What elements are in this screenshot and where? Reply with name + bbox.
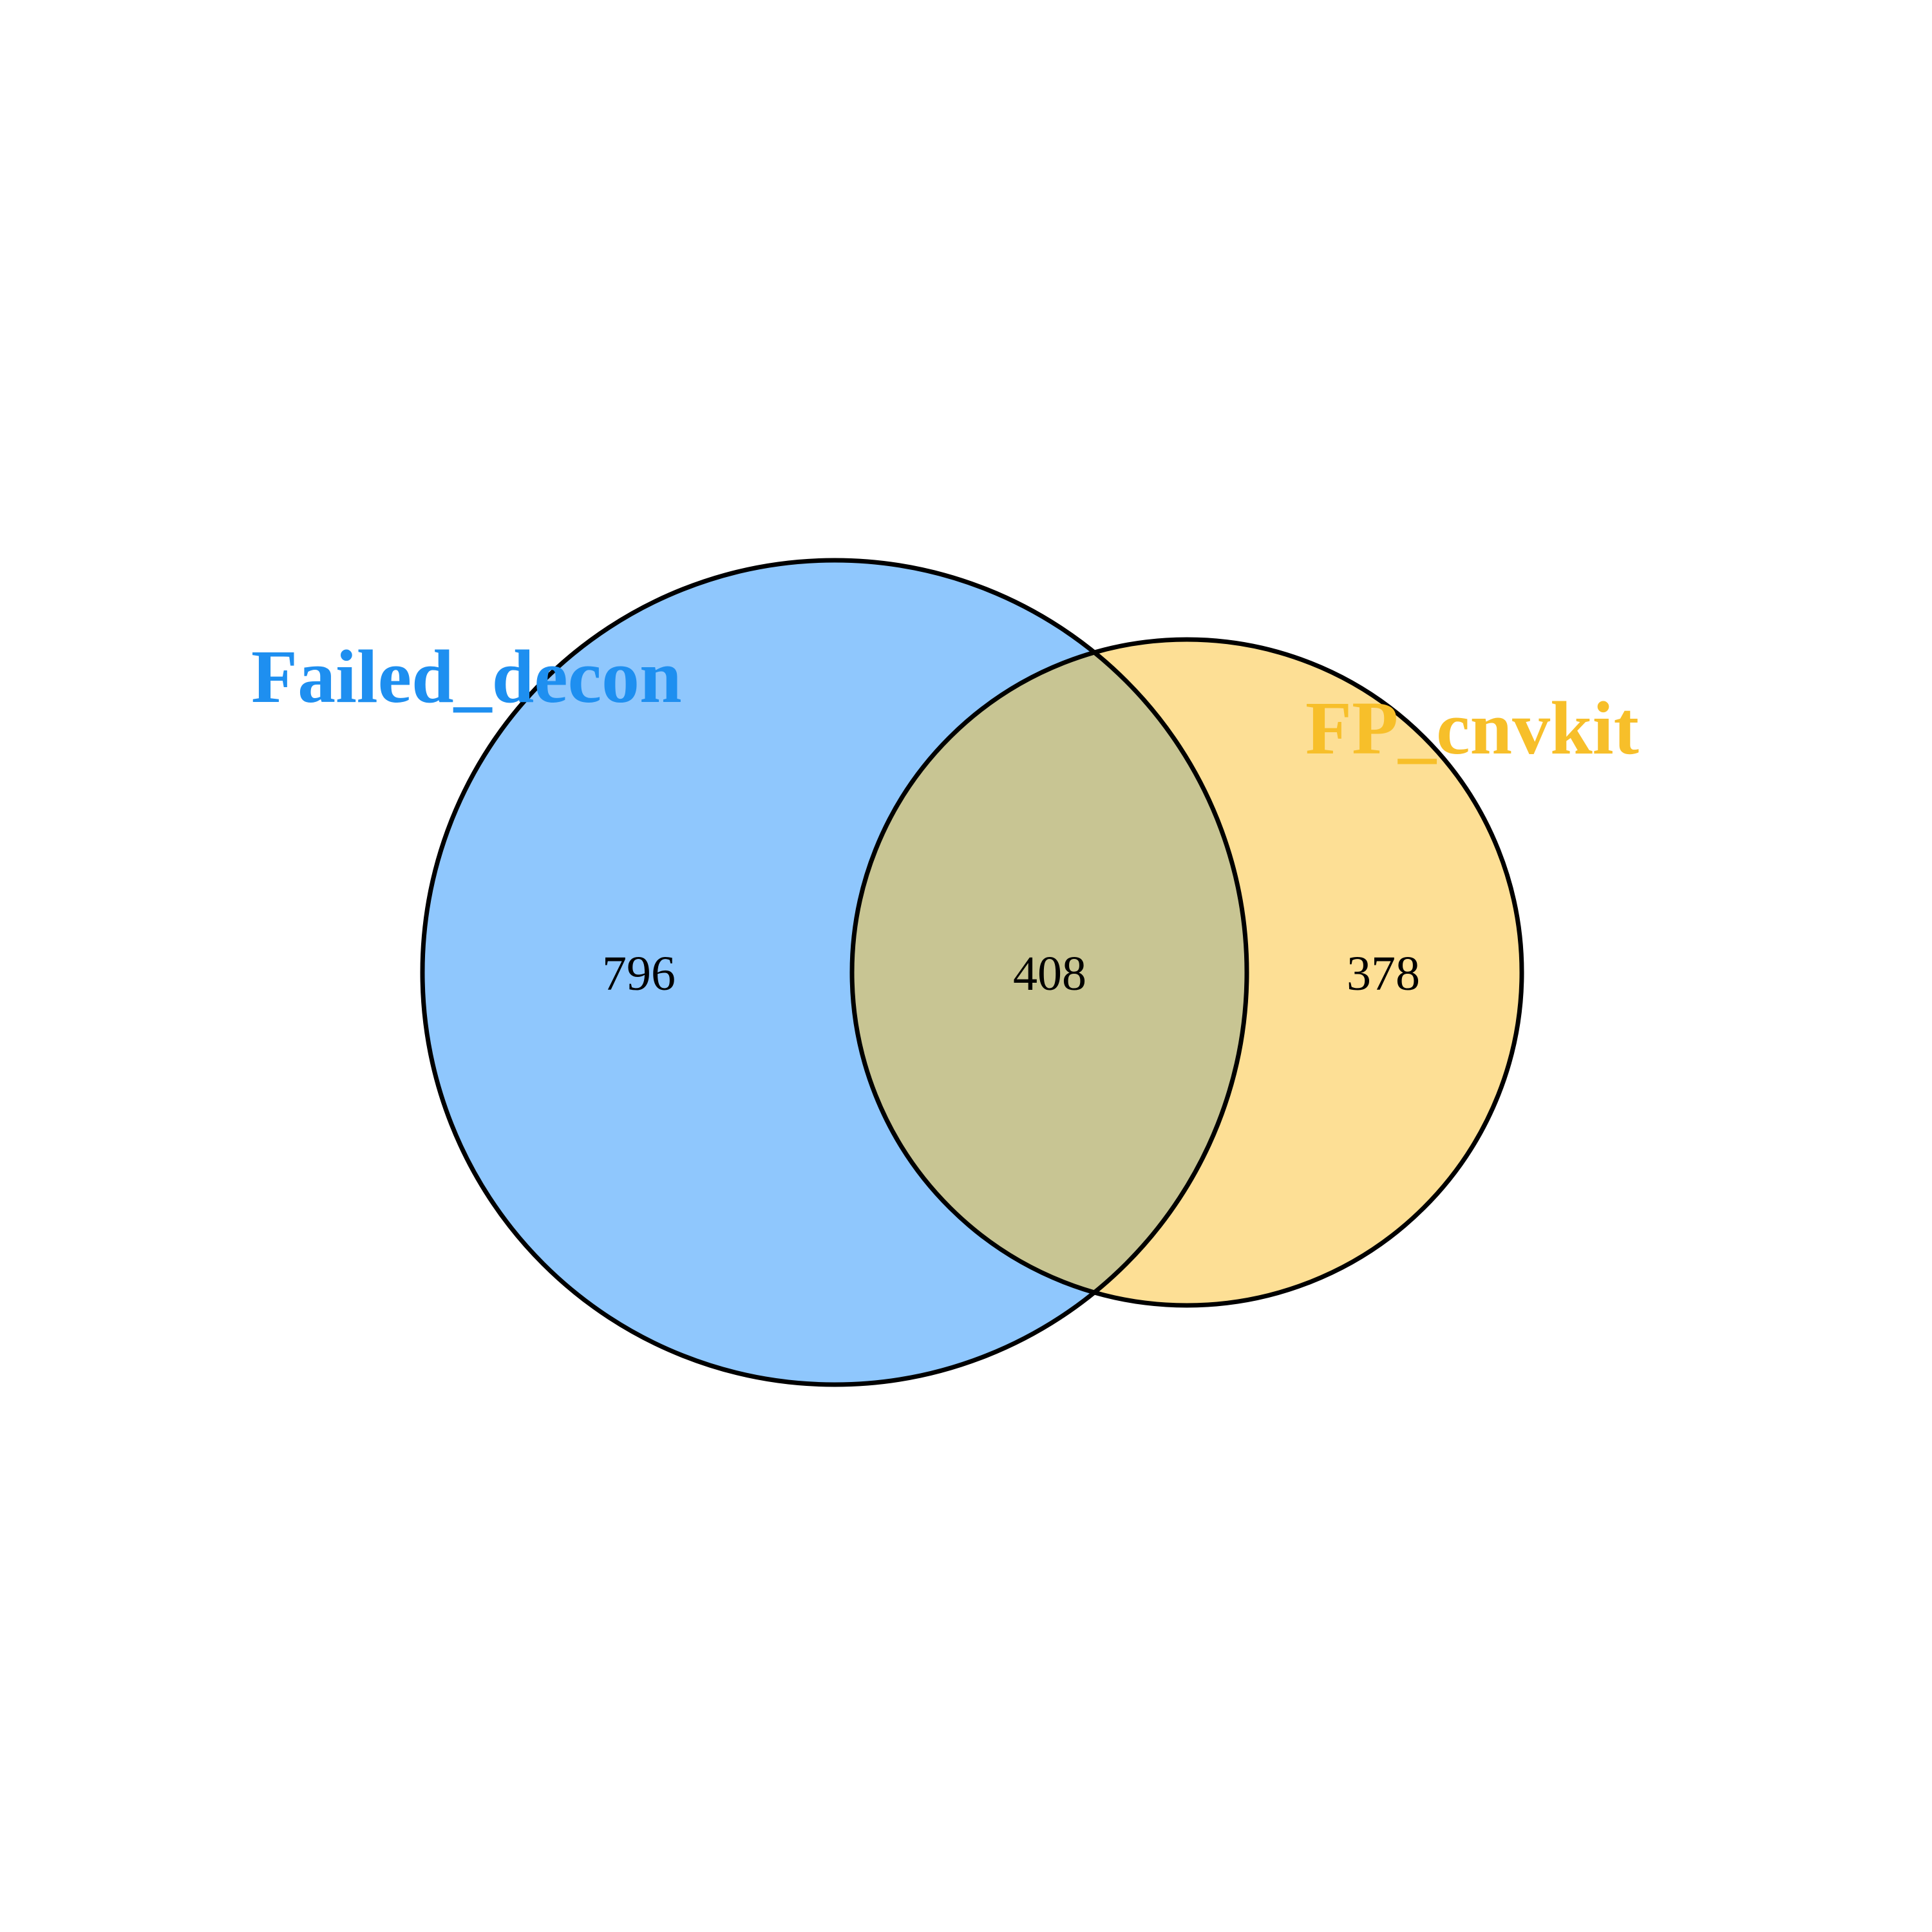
set-b-label: FP_cnvkit [1305,686,1639,770]
count-only-a: 796 [602,947,676,1001]
set-a-label: Failed_decon [251,634,682,719]
set-b-outline [849,637,1524,1308]
intersection-region [852,639,1247,1305]
set-a-outline [420,558,1249,1387]
count-intersection: 408 [1013,947,1086,1001]
count-only-b: 378 [1347,947,1420,1001]
